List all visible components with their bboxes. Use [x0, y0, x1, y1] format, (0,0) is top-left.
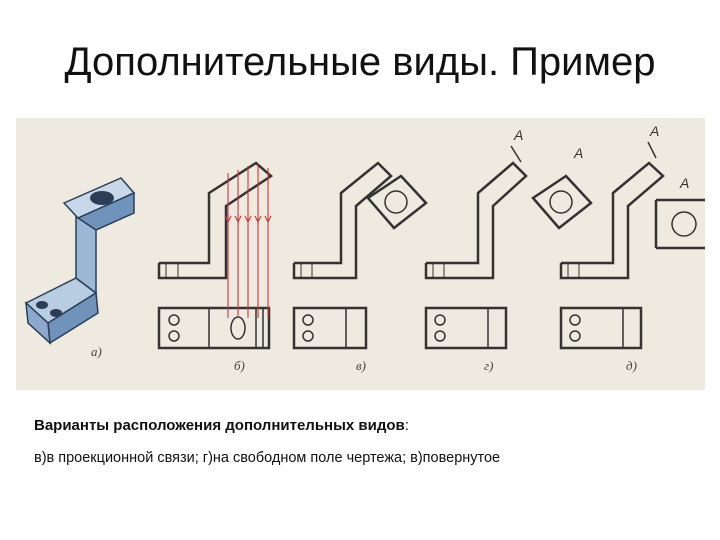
label-a: а) [91, 344, 102, 359]
label-d: д) [626, 358, 637, 373]
slide-title: Дополнительные виды. Пример [64, 40, 656, 84]
drawing-d [559, 161, 705, 350]
label-b: б) [234, 358, 245, 373]
view-letter-g1: А [513, 127, 523, 143]
caption-heading-text: Варианты расположения дополнительных вид… [34, 417, 405, 434]
drawing-v [292, 161, 428, 350]
caption-heading-colon: : [404, 417, 409, 434]
figure-background [16, 118, 705, 390]
view-letter-g2: А [573, 145, 583, 161]
technical-drawing-figure: а) б) в) [16, 118, 705, 390]
caption-line: в)в проекционной связи; г)на свободном п… [34, 450, 501, 466]
view-letter-d1: А [649, 123, 659, 139]
projection-arrows [224, 164, 272, 318]
view-letter-d2: А [679, 175, 689, 191]
caption-heading: Варианты расположения дополнительных вид… [34, 417, 409, 434]
drawing-g [424, 161, 593, 350]
isometric-part-illustration: а) [24, 177, 136, 359]
label-v: в) [356, 358, 366, 373]
label-g: г) [484, 358, 493, 373]
